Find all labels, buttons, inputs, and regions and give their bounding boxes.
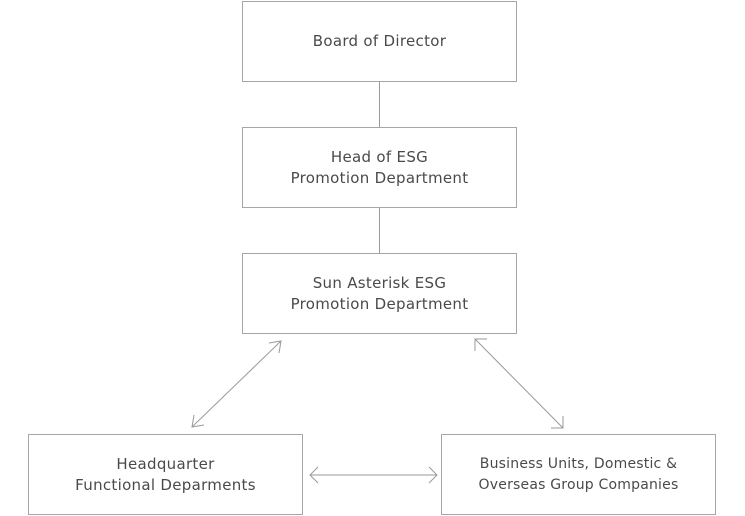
node-label-line1: Business Units, Domestic & [479, 455, 678, 472]
arrowhead-down-icon [191, 414, 205, 428]
node-head-of-esg: Head of ESG Promotion Department [242, 127, 517, 208]
node-board-of-director: Board of Director [242, 1, 517, 82]
arrow-sun-hq [191, 340, 282, 428]
arrowhead-up-icon [268, 340, 282, 354]
node-label-line1: Head of ESG [330, 147, 429, 166]
node-label-line2: Promotion Department [290, 294, 469, 313]
node-headquarter-functional: Headquarter Functional Deparments [28, 434, 303, 515]
node-label: Board of Director [312, 32, 447, 50]
arrowhead-down-icon [551, 416, 564, 429]
arrow-sun-bu [474, 338, 564, 429]
node-business-units: Business Units, Domestic & Overseas Grou… [441, 434, 716, 515]
arrow-hq-bu [309, 466, 438, 484]
arrowhead-up-icon [474, 338, 487, 351]
arrowhead-left-icon [309, 466, 319, 484]
node-label-line1: Sun Asterisk ESG [312, 273, 447, 292]
node-label-line2: Promotion Department [290, 168, 469, 187]
node-label-line2: Functional Deparments [75, 475, 256, 494]
arrowhead-right-icon [428, 466, 438, 484]
node-sun-asterisk-esg: Sun Asterisk ESG Promotion Department [242, 253, 517, 334]
node-label-line2: Overseas Group Companies [478, 476, 679, 493]
node-label-line1: Headquarter [116, 454, 215, 473]
